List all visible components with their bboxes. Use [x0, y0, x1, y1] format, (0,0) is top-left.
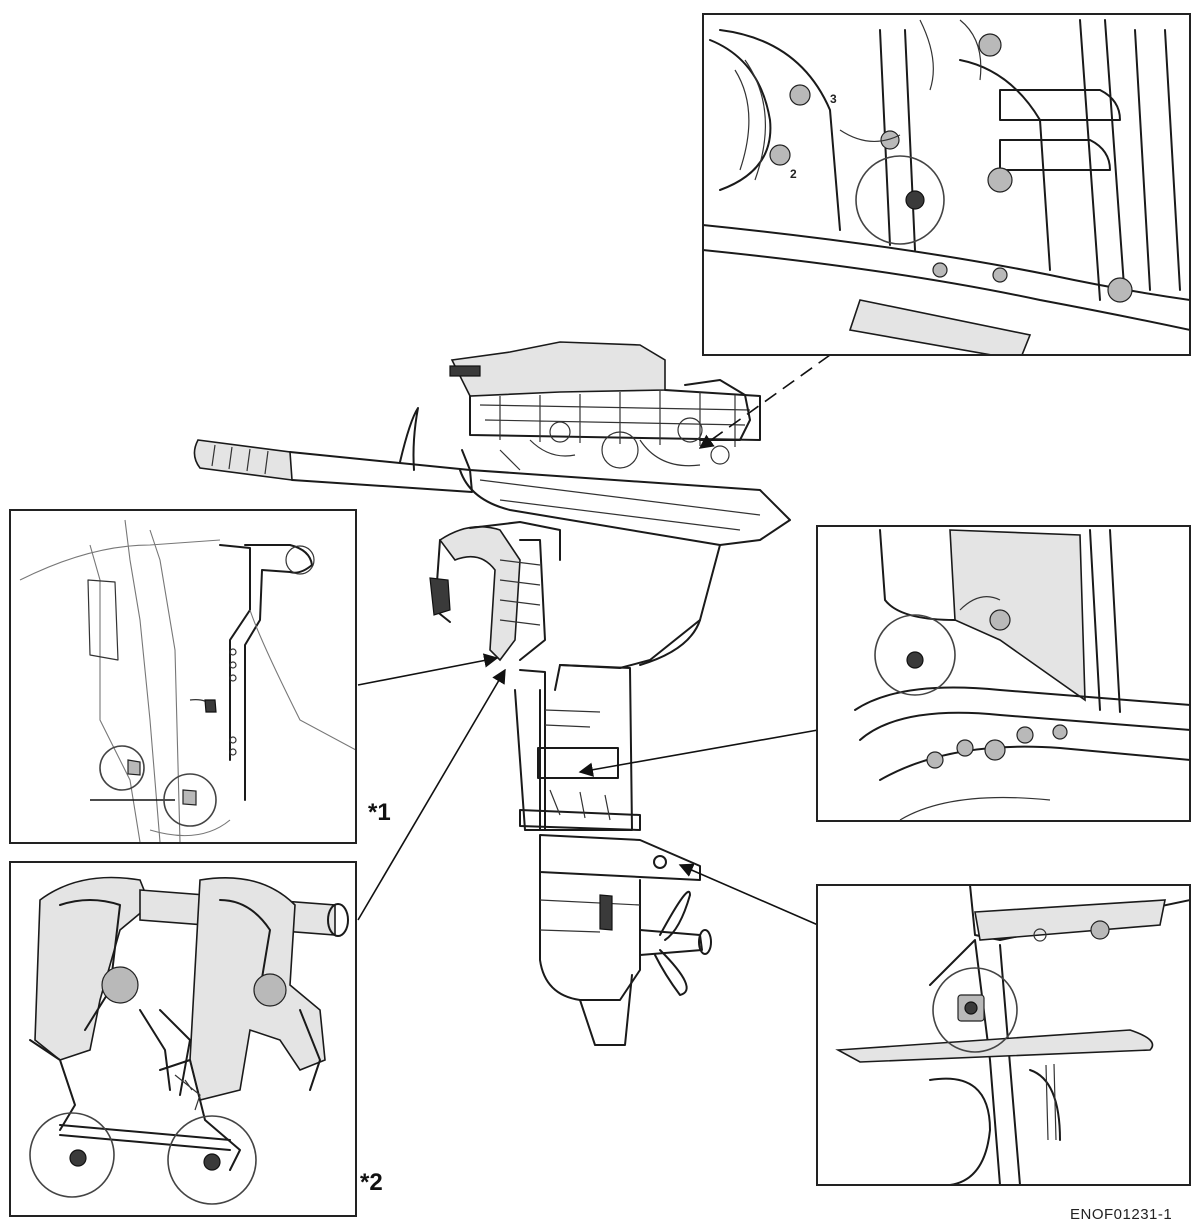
- lower-cowling: [459, 449, 791, 691]
- clamp-bracket: [429, 521, 561, 662]
- tiller-handle: [193, 407, 473, 493]
- outboard-motor-illustration: [193, 341, 791, 1046]
- powerhead: [449, 341, 761, 471]
- figure-code: ENOF01231-1: [1070, 1206, 1172, 1223]
- callout-1: *1: [368, 799, 391, 826]
- detail-panel-left-top: [9, 509, 357, 844]
- detail-panel-left-bottom: [9, 861, 357, 1217]
- midsection: [514, 664, 641, 831]
- callout-2: *2: [360, 1169, 383, 1196]
- detail-number-2: 2: [790, 167, 797, 181]
- detail-panel-right-middle: [816, 525, 1191, 822]
- detail-panel-right-bottom: [816, 884, 1191, 1186]
- leader-lines: [357, 354, 831, 926]
- detail-panel-top-right: 3 2: [702, 13, 1191, 356]
- detail-number-3: 3: [830, 92, 837, 106]
